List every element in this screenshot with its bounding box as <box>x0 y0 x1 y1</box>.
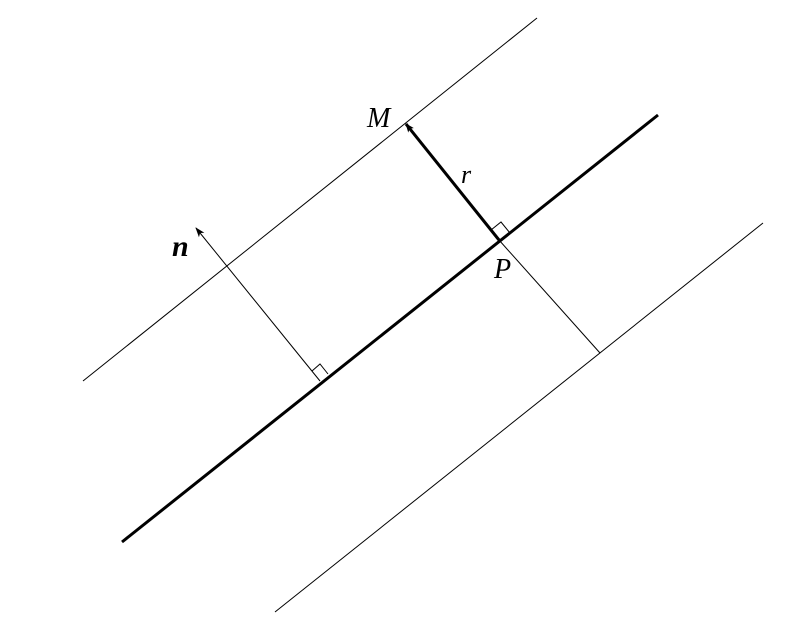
normal-vector-n <box>195 227 321 382</box>
lower-parallel-line <box>274 222 764 613</box>
perpendicular-to-lower-line <box>498 239 601 354</box>
label-vector-r: r <box>461 160 472 189</box>
main-plane-line <box>121 113 659 544</box>
upper-parallel-line <box>82 17 538 382</box>
vector-r <box>404 123 501 241</box>
label-point-m: M <box>366 103 392 134</box>
label-point-p: P <box>493 254 511 285</box>
right-angle-marker-n <box>311 363 329 375</box>
label-vector-n: n <box>172 230 189 263</box>
right-angle-marker-p <box>490 221 511 234</box>
